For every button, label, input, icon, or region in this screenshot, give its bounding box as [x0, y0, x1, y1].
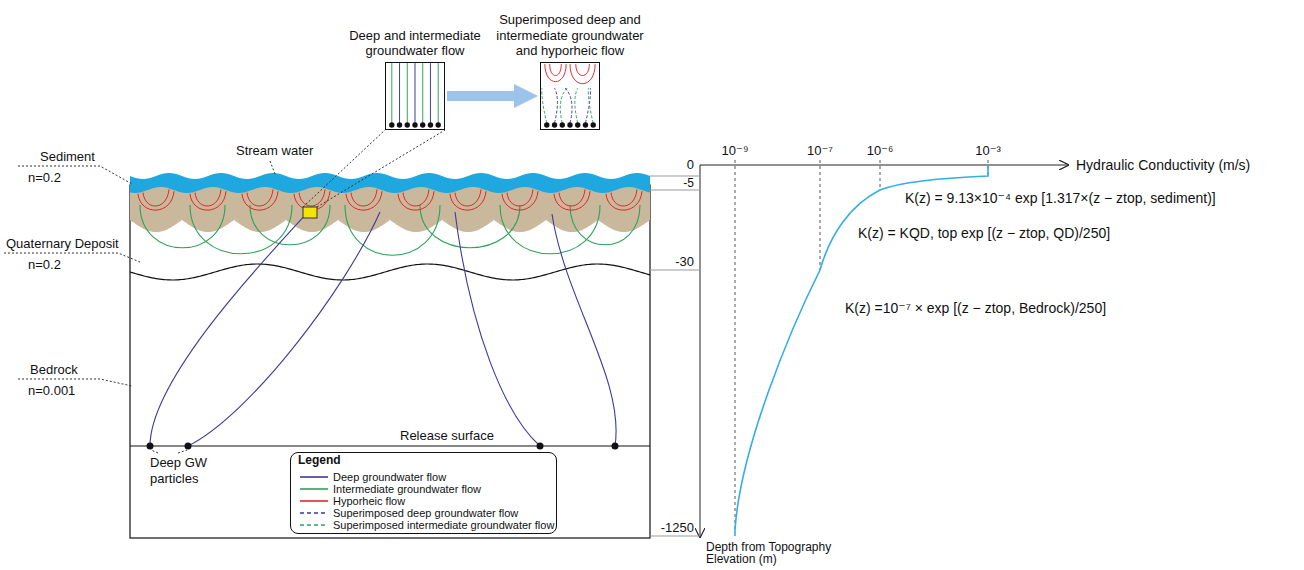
stream-water [130, 173, 650, 193]
particle-label: Deep GW particles [150, 455, 230, 486]
conductivity-curve [735, 165, 988, 536]
legend-item: Intermediate groundwater flow [299, 482, 548, 494]
legend-text: Deep groundwater flow [333, 471, 446, 483]
depth-tick: 0 [687, 157, 694, 173]
porosity-value: n=0.2 [28, 170, 61, 186]
leader-lines [4, 161, 275, 453]
legend-text: Hyporheic flow [333, 495, 405, 507]
model-box [130, 185, 650, 538]
legend-sample [299, 472, 329, 482]
legend-item: Superimposed deep groundwater flow [299, 506, 548, 518]
legend-item: Deep groundwater flow [299, 470, 548, 482]
intermediate-flow [140, 205, 640, 255]
inset-heading: Superimposed deep and intermediate groun… [490, 12, 650, 59]
sediment-band [130, 186, 650, 232]
conductivity-tick: 10⁻⁹ [722, 143, 749, 159]
flow-arrow [447, 91, 514, 101]
legend-text: Intermediate groundwater flow [333, 483, 481, 495]
zoom-window [303, 130, 445, 218]
depth-tick: -5 [683, 176, 694, 190]
legend-title: Legend [298, 453, 341, 467]
bedrock-boundary [130, 264, 650, 280]
conductivity-tick: 10⁻³ [975, 143, 1001, 159]
legend-sample [299, 484, 329, 494]
equation: K(z) =10⁻⁷ × exp [(z − ztop, Bedrock)/25… [845, 300, 1106, 317]
inset-flow-sketch [541, 63, 599, 129]
layer-label: Sediment [40, 149, 95, 165]
conductivity-axes [650, 160, 1068, 537]
equation: K(z) = KQD, top exp [(z − ztop, QD)/250] [858, 225, 1110, 242]
porosity-value: n=0.2 [28, 257, 61, 273]
equation: K(z) = 9.13×10⁻⁴ exp [1.317×(z − ztop, s… [905, 190, 1216, 207]
inset-flow-sketch [386, 63, 444, 129]
depth-tick: -1250 [661, 520, 694, 536]
inset-panel: Superimposed deep and intermediate groun… [540, 62, 600, 130]
depth-tick: -30 [675, 254, 694, 270]
axis-title: Hydraulic Conductivity (m/s) [1076, 157, 1250, 174]
conductivity-tick: 10⁻⁷ [807, 143, 833, 159]
layer-label: Bedrock [30, 362, 78, 378]
axis-title: Depth from Topography Elevation (m) [706, 541, 846, 565]
porosity-value: n=0.001 [28, 383, 75, 399]
hyporheic-flow [138, 189, 642, 210]
inset-panel: Deep and intermediate groundwater flow [385, 62, 445, 130]
conductivity-tick: 10⁻⁶ [867, 143, 894, 159]
layer-label: Quaternary Deposit [6, 236, 119, 252]
layer-label: Stream water [236, 143, 313, 159]
legend-sample [299, 496, 329, 506]
inset-heading: Deep and intermediate groundwater flow [340, 28, 490, 59]
legend-item: Hyporheic flow [299, 494, 548, 506]
release-surface [130, 443, 650, 450]
surface-label: Release surface [400, 428, 494, 444]
legend-item: Superimposed intermediate groundwater fl… [299, 518, 548, 530]
legend-sample [299, 508, 329, 518]
legend-text: Superimposed intermediate groundwater fl… [333, 519, 554, 531]
legend-sample [299, 520, 329, 530]
deep-flow [150, 212, 616, 446]
legend-text: Superimposed deep groundwater flow [333, 507, 518, 519]
